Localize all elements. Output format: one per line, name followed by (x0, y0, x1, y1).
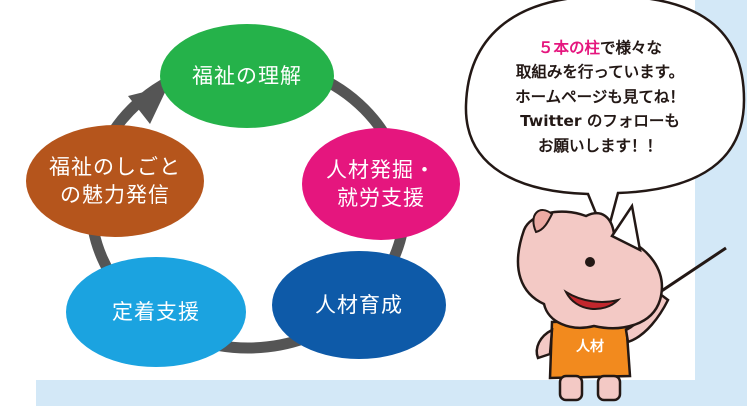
bubble-accent-five-pillars: ５本の柱 (537, 39, 600, 57)
background-band-bottom (36, 380, 747, 406)
node-talent-discovery-employment-support: 人材発掘・ 就労支援 (302, 128, 460, 240)
bubble-line-4: Twitter のフォローも (520, 112, 680, 131)
pointer-stick-icon (659, 246, 727, 294)
bubble-line-1: ５本の柱で様々な (537, 39, 663, 57)
node-talent-development: 人材育成 (272, 251, 446, 359)
bubble-line-3: ホームページも見てね！ (515, 87, 685, 106)
node-retention-support: 定着支援 (66, 257, 246, 367)
node-welfare-work-appeal: 福祉のしごと の魅力発信 (26, 125, 204, 237)
node-welfare-understanding: 福祉の理解 (160, 24, 334, 128)
speech-bubble-text: ５本の柱で様々な 取組みを行っています。 ホームページも見てね！ Twitter… (484, 36, 716, 158)
bubble-line-5: お願いします！！ (537, 136, 662, 155)
mascot-shirt-label: 人材 (576, 339, 604, 355)
bubble-line-2: 取組みを行っています。 (515, 63, 685, 82)
cycle-arrowhead-icon (128, 86, 168, 124)
